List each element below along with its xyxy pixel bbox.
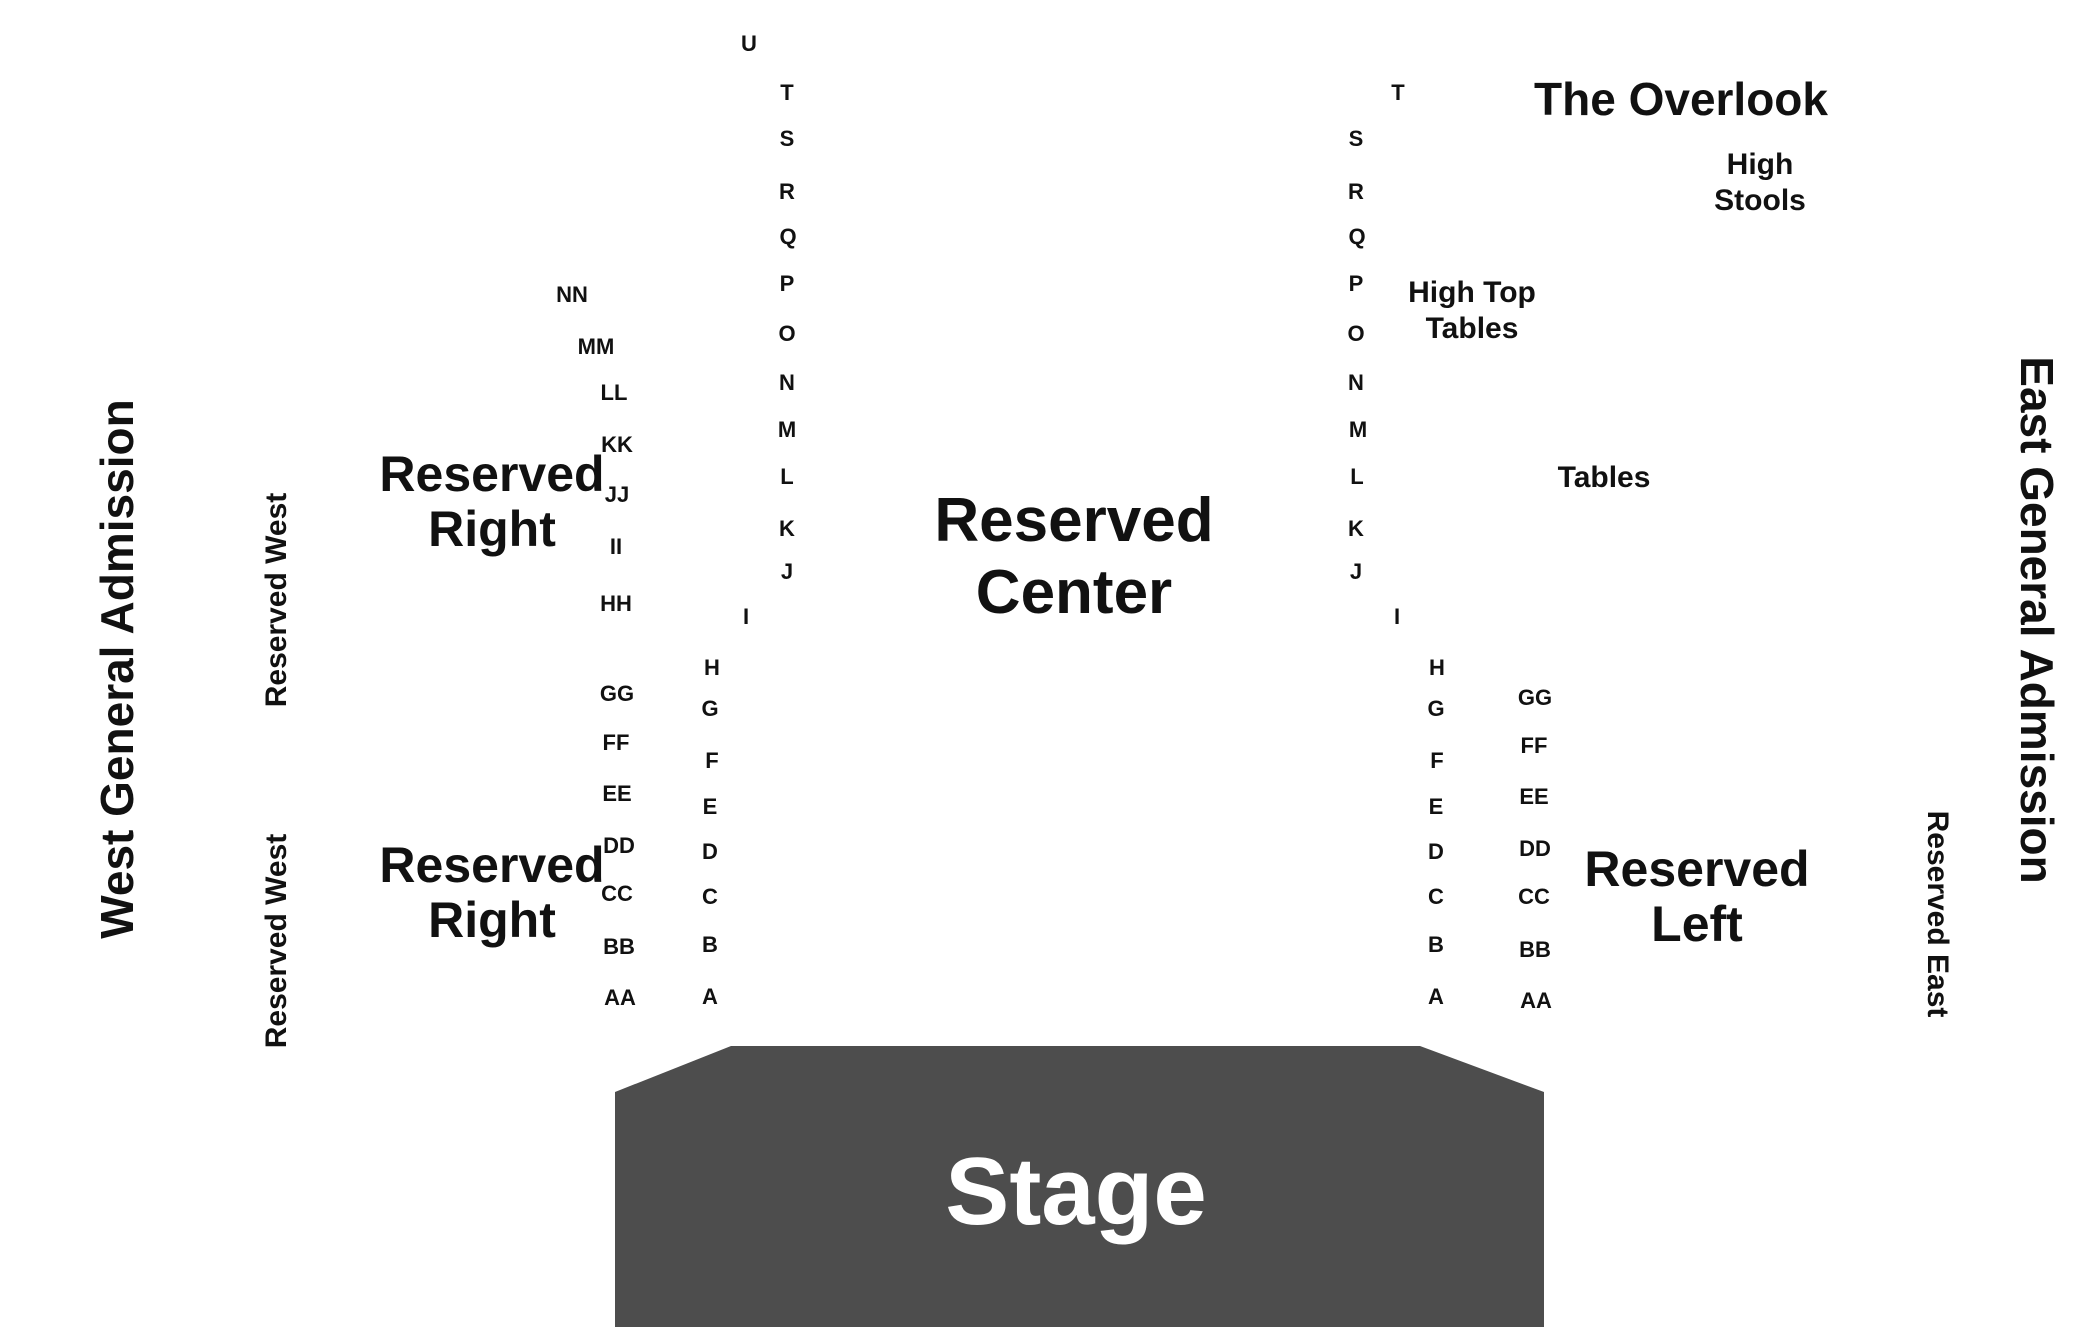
stage-shape[interactable] (615, 1046, 1544, 1327)
row-label: GG (1517, 685, 1553, 710)
row-label: AA (604, 985, 636, 1010)
row-label: D (702, 839, 718, 864)
row-label: II (609, 534, 623, 559)
row-label: LL (600, 380, 628, 405)
row-label: K (779, 516, 795, 541)
row-label: S (779, 126, 795, 151)
row-label: I (1393, 604, 1401, 629)
row-label: FF (602, 730, 630, 755)
stage-label: Stage (945, 1138, 1207, 1245)
row-label: CC (1518, 884, 1550, 909)
row-label: C (702, 884, 718, 909)
row-label: N (779, 370, 795, 395)
row-label: E (1428, 794, 1444, 819)
row-label: Q (779, 224, 797, 249)
row-label: L (780, 464, 794, 489)
row-label: CC (601, 881, 633, 906)
row-label: BB (1519, 937, 1551, 962)
row-label: DD (603, 833, 635, 858)
row-label: M (777, 417, 797, 442)
area-tables[interactable]: Tables (1557, 461, 1651, 494)
row-label: MM (577, 334, 615, 359)
row-label: O (778, 321, 796, 346)
row-label: L (1350, 464, 1364, 489)
row-label: C (1428, 884, 1444, 909)
row-label: Q (1348, 224, 1366, 249)
row-label: AA (1520, 988, 1552, 1013)
row-label: JJ (604, 482, 630, 507)
row-label: I (742, 604, 750, 629)
section-east-general-admission[interactable]: East General Admission (2011, 356, 2063, 884)
row-label: F (1430, 748, 1444, 773)
row-label: D (1428, 839, 1444, 864)
row-label: P (1348, 271, 1364, 296)
row-label: DD (1519, 836, 1551, 861)
row-label: B (1428, 932, 1444, 957)
row-label: T (780, 80, 794, 105)
row-label: R (1348, 179, 1364, 204)
row-label: K (1348, 516, 1364, 541)
row-label: GG (599, 681, 635, 706)
row-label: F (705, 748, 719, 773)
row-label: G (701, 696, 719, 721)
row-label: B (702, 932, 718, 957)
row-label: J (1349, 559, 1363, 584)
row-label: EE (1519, 784, 1549, 809)
row-label: M (1348, 417, 1368, 442)
row-label: A (702, 984, 718, 1009)
section-reserved-west-upper[interactable]: Reserved West (260, 492, 293, 708)
row-label: BB (603, 934, 635, 959)
section-west-general-admission[interactable]: West General Admission (91, 399, 143, 939)
row-label: FF (1520, 733, 1548, 758)
row-label: O (1347, 321, 1365, 346)
row-label: HH (600, 591, 632, 616)
row-label: E (702, 794, 718, 819)
row-label: S (1348, 126, 1364, 151)
row-label: G (1427, 696, 1445, 721)
row-label: R (779, 179, 795, 204)
row-label: H (704, 655, 720, 680)
row-label: U (741, 31, 757, 56)
row-label: H (1429, 655, 1445, 680)
row-label: J (780, 559, 794, 584)
section-the-overlook[interactable]: The Overlook (1534, 73, 1828, 125)
row-label: T (1391, 80, 1405, 105)
row-label: EE (602, 781, 632, 806)
section-reserved-east[interactable]: Reserved East (1921, 810, 1954, 1018)
row-label: KK (601, 432, 633, 457)
section-reserved-west-lower[interactable]: Reserved West (260, 833, 293, 1049)
row-label: A (1428, 984, 1444, 1009)
row-label: P (779, 271, 795, 296)
row-label: N (1348, 370, 1364, 395)
row-label: NN (556, 282, 588, 307)
